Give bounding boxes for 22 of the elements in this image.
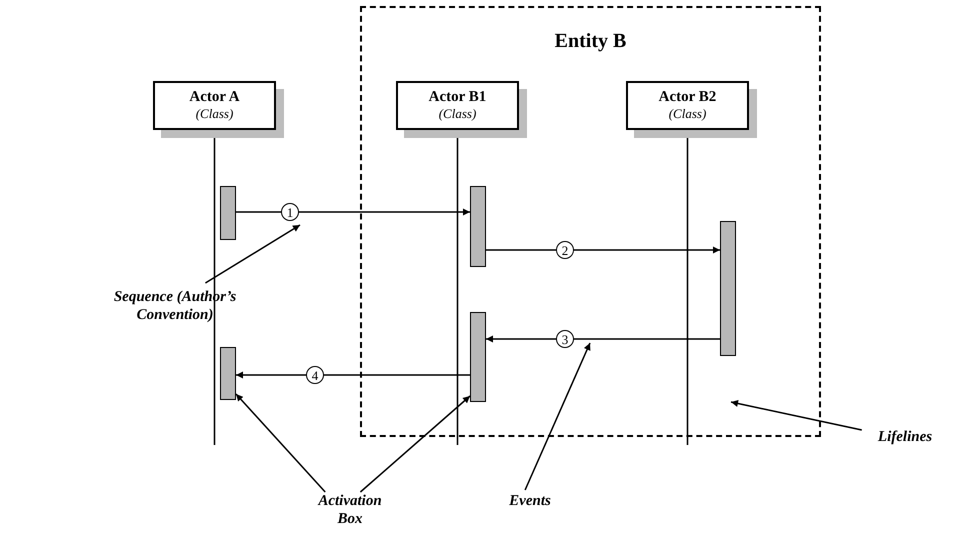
group-title: Entity B [554,30,628,53]
leader-arrow [360,395,470,493]
leader-arrow [524,342,591,490]
message-arrow [486,336,720,342]
annotation-text: Lifelines [860,428,950,448]
annotation-text: Activation Box [310,492,390,532]
edge-label: 4 [306,366,324,384]
leader-arrow [235,394,326,492]
edge-label: 1 [281,203,299,221]
edge-label: 2 [556,241,574,259]
message-arrow [236,372,470,378]
activation-bar [220,186,236,240]
message-arrow [236,208,470,216]
activation-bar [220,347,236,400]
activation-bar [470,186,486,267]
activation-bar [720,221,736,356]
leader-arrow [205,224,300,284]
leader-arrow [730,400,862,431]
activation-bar [470,312,486,402]
annotation-text: Events [495,492,565,512]
edge-label: 3 [556,330,574,348]
message-arrow [486,246,720,254]
